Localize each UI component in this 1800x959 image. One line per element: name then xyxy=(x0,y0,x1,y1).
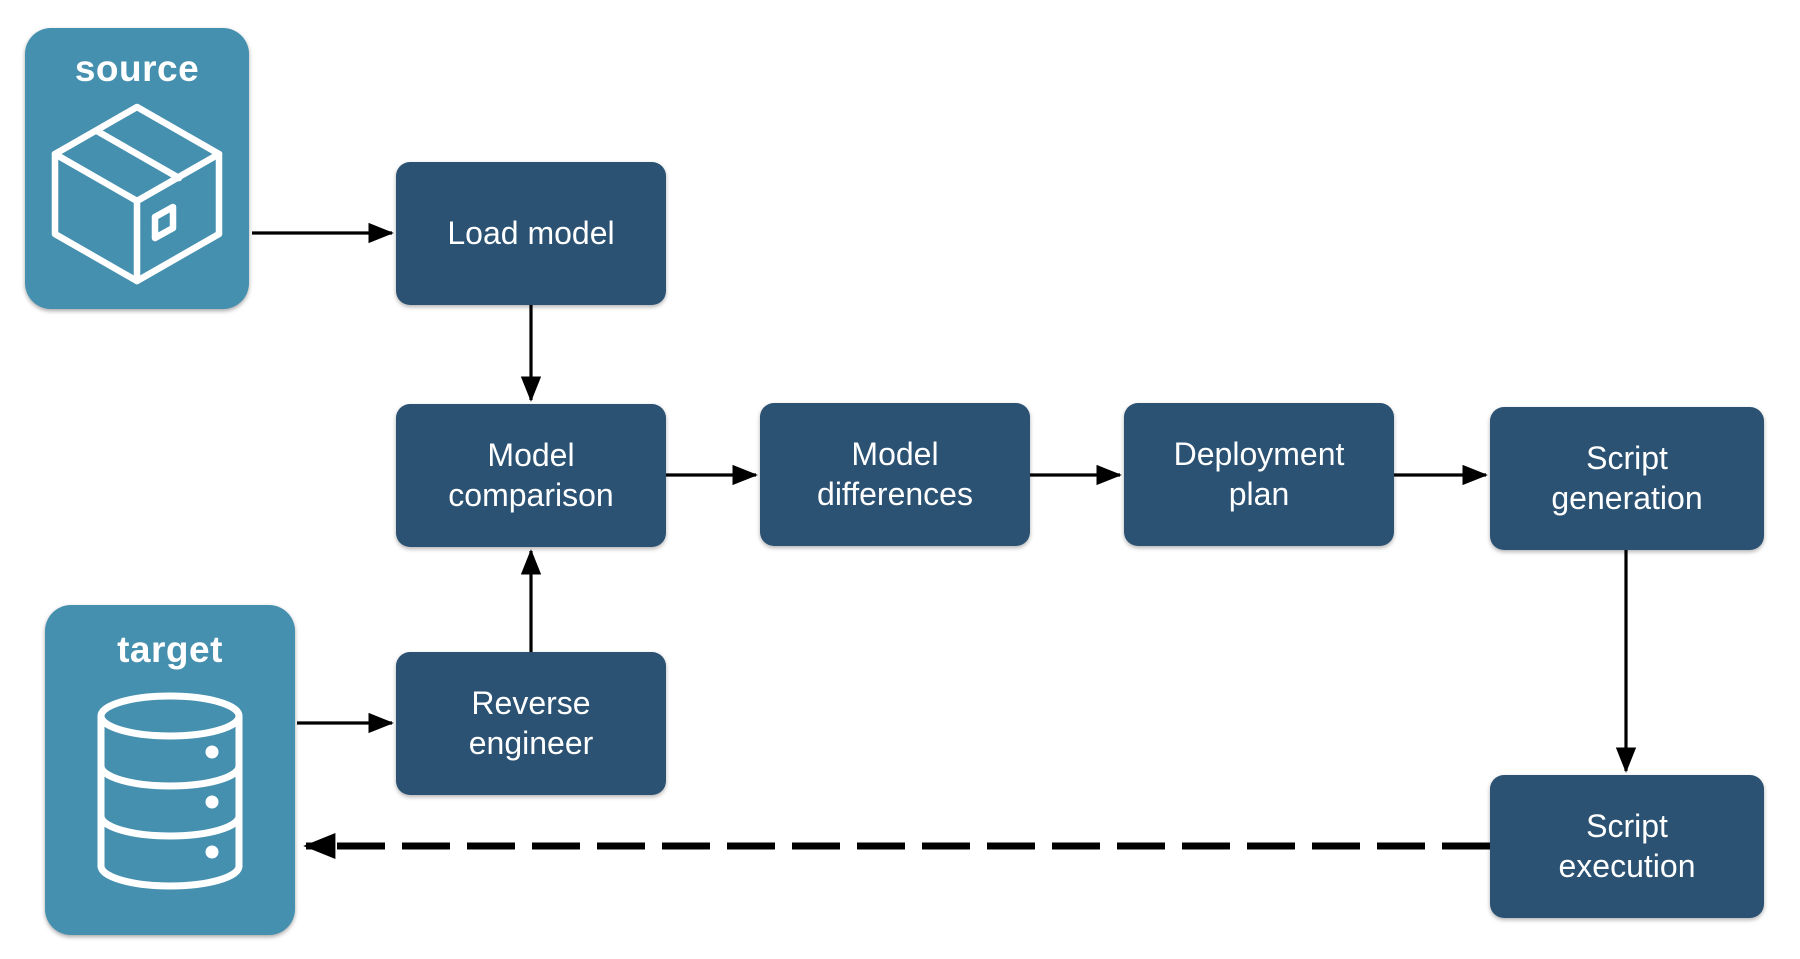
endpoint-target-label: target xyxy=(117,629,223,670)
process-model-comparison[interactable]: Model comparison xyxy=(396,404,666,547)
process-reverse-engineer[interactable]: Reverse engineer xyxy=(396,652,666,795)
endpoint-target[interactable]: target xyxy=(45,605,295,935)
process-model-differences-label: Model differences xyxy=(817,436,973,512)
process-load-model[interactable]: Load model xyxy=(396,162,666,305)
process-script-generation-label: Script generation xyxy=(1551,440,1703,516)
process-deployment-plan-label: Deployment plan xyxy=(1173,436,1345,512)
process-reverse-engineer-label: Reverse engineer xyxy=(468,685,594,761)
endpoint-source-label: source xyxy=(74,48,200,89)
process-script-generation[interactable]: Script generation xyxy=(1490,407,1764,550)
process-script-execution-label: Script execution xyxy=(1558,808,1696,884)
database-cylinder-icon xyxy=(94,690,246,897)
process-script-execution[interactable]: Script execution xyxy=(1490,775,1764,918)
process-model-differences[interactable]: Model differences xyxy=(760,403,1030,546)
endpoint-source[interactable]: source xyxy=(25,28,249,309)
package-box-icon xyxy=(49,101,225,292)
process-model-comparison-label: Model comparison xyxy=(448,437,614,513)
process-deployment-plan[interactable]: Deployment plan xyxy=(1124,403,1394,546)
process-load-model-label: Load model xyxy=(447,214,615,251)
